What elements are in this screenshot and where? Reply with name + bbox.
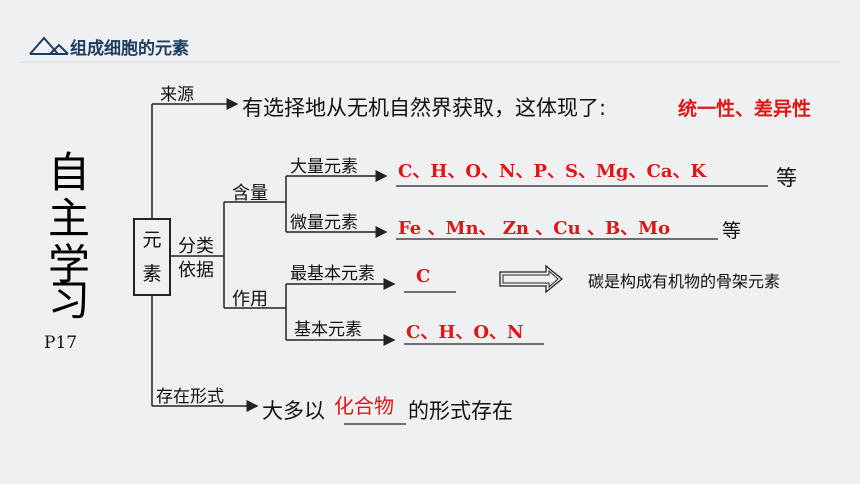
basic-answer: C、H、O、N [406,322,524,343]
most-basic-label: 最基本元素 [290,264,375,284]
role-label: 作用 [232,289,268,310]
side-title-char: 学 [48,240,91,289]
hollow-arrow-icon [499,264,564,294]
most-basic-answer: C [416,266,431,287]
box-text: 元 [142,229,162,251]
page-title: 组成细胞的元素 [70,39,189,59]
micro-answer: Fe 、Mn、 Zn 、Cu 、B、Mo [398,218,671,239]
existence-label: 存在形式 [156,387,224,407]
source-answer: 统一性、差异性 [678,98,812,120]
source-label: 来源 [160,85,194,105]
side-title-char: 主 [48,194,91,243]
side-title-char: 自 [48,148,91,197]
existence-answer: 化合物 [334,394,394,418]
side-title-char: 习 [48,276,91,325]
existence-prefix: 大多以 [262,399,325,423]
micro-label: 微量元素 [290,213,358,233]
macro-label: 大量元素 [290,157,358,177]
carbon-note: 碳是构成有机物的骨架元素 [588,272,781,291]
micro-suffix: 等 [722,220,742,242]
page-reference: P17 [44,333,78,353]
element-box: 元 素 [133,218,171,296]
existence-suffix: 的形式存在 [408,399,513,423]
mountain-icon [29,36,69,55]
classify-label: 分类 [178,236,214,257]
macro-suffix: 等 [776,166,797,190]
macro-answer: C、H、O、N、P、S、Mg、Ca、K [398,161,707,182]
box-text: 素 [142,263,162,285]
classify-label: 依据 [178,260,214,281]
basic-label: 基本元素 [294,320,362,340]
source-text: 有选择地从无机自然界获取，这体现了: [242,96,607,120]
content-label: 含量 [232,183,268,204]
